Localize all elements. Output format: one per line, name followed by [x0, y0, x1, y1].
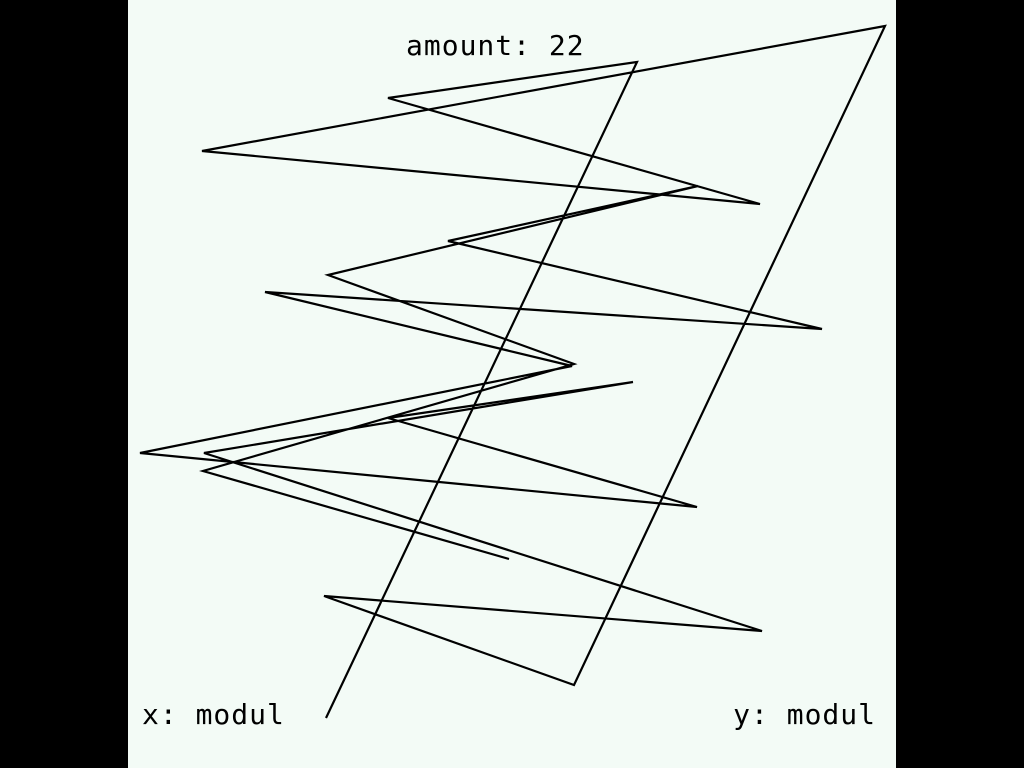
y-mode-label: y: modul — [733, 698, 876, 731]
amount-label: amount: 22 — [406, 29, 585, 62]
pattern-polyline — [139, 24, 887, 719]
x-mode-label: x: modul — [142, 698, 285, 731]
line-pattern — [139, 24, 887, 719]
drawing-canvas[interactable]: amount: 22 x: modul y: modul — [128, 0, 896, 768]
